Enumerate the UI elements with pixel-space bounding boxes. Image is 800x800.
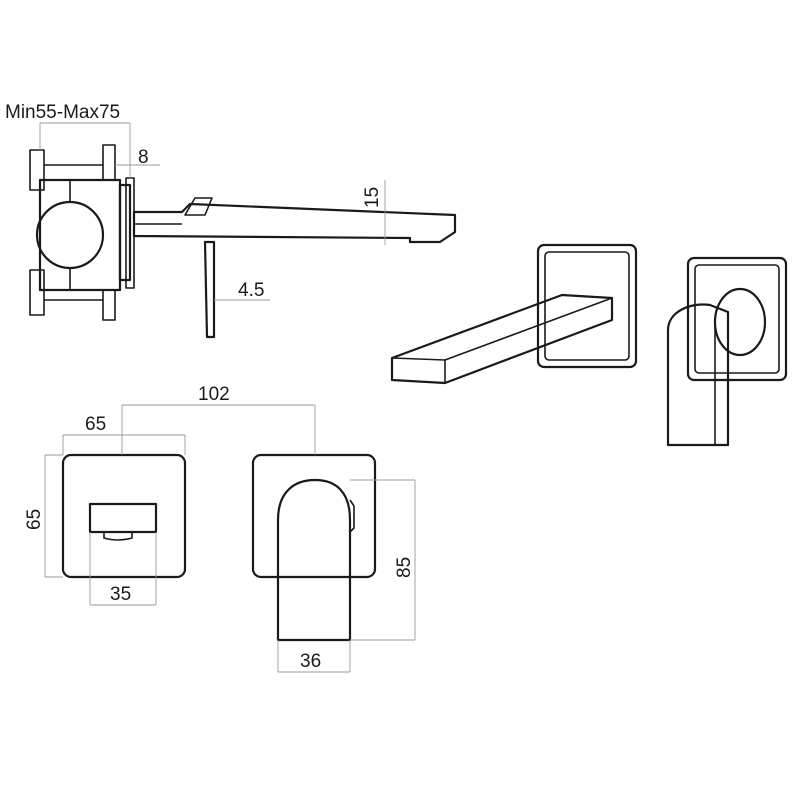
front-view-mixer: 102 85 36 [121, 384, 416, 673]
valve-cartridge-circle [35, 200, 105, 270]
mixer-handle-side-edge [349, 499, 355, 533]
label-plate-height: 65 [24, 509, 45, 530]
side-view: Min55-Max75 8 15 4.5 [5, 102, 457, 339]
mixer-backplate [686, 256, 788, 382]
lever-side [203, 240, 216, 339]
spout-iso-edge-2 [444, 297, 613, 361]
label-plate-width: 65 [85, 414, 106, 435]
label-handle-width: 36 [300, 651, 321, 672]
spout-aerator [103, 532, 133, 541]
label-install-depth: Min55-Max75 [5, 102, 120, 123]
mixer-plate-front [251, 453, 377, 579]
front-view-spout: 65 65 35 [24, 414, 187, 606]
mixer-handle-iso [666, 303, 730, 447]
label-spout-height: 15 [362, 187, 383, 208]
lever-base [184, 197, 213, 216]
mount-lug-top-right [102, 144, 116, 181]
spout-side [132, 202, 457, 244]
mixer-cylinder [713, 287, 767, 357]
mixer-backplate-inner [694, 264, 780, 374]
spout-plate-front [61, 453, 187, 579]
mount-lug-top-left [29, 149, 45, 191]
label-plate-thickness: 8 [138, 147, 149, 168]
label-handle-height: 85 [394, 557, 415, 578]
wall-plate-side [118, 183, 132, 282]
label-centers: 102 [198, 384, 230, 405]
spout-outlet-front [88, 502, 158, 534]
label-spout-width: 35 [110, 584, 131, 605]
isometric-view [390, 243, 788, 447]
valve-body [38, 178, 122, 292]
mount-lug-bottom-left [29, 269, 45, 316]
mixer-handle-front [276, 478, 352, 642]
label-lever-thickness: 4.5 [238, 280, 264, 301]
mount-lug-bottom-right [102, 289, 116, 321]
spout-backplate [536, 243, 638, 369]
spout-iso-edge-1 [391, 357, 446, 361]
spout-iso [390, 293, 614, 385]
spout-backplate-inner [544, 251, 630, 361]
